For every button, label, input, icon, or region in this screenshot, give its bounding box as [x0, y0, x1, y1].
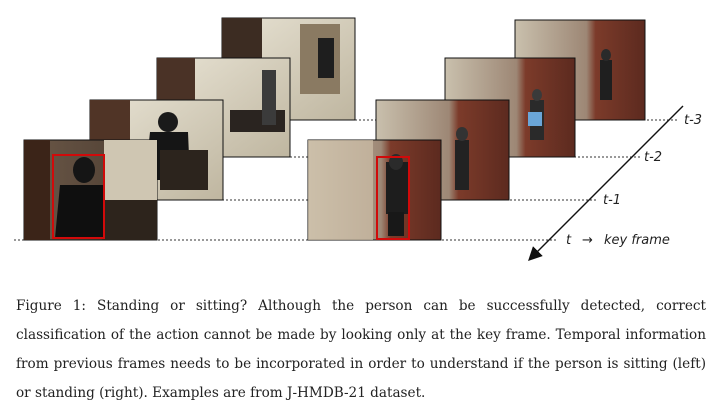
caption-label: Figure 1: [16, 298, 87, 314]
right-frame-key [307, 139, 442, 241]
label-t3: t-3 [684, 113, 702, 128]
left-frame-key [23, 139, 158, 241]
label-t1: t-1 [603, 193, 621, 208]
label-key-frame: key frame [604, 233, 670, 248]
label-key-t: t [566, 233, 572, 248]
label-key-arrow: → [582, 233, 593, 248]
left-detection-box [52, 154, 105, 239]
caption-body: Standing or sitting? Although the person… [16, 298, 706, 401]
time-arrow [528, 105, 684, 261]
right-detection-box [376, 156, 410, 240]
figure-caption: Figure 1: Standing or sitting? Although … [16, 292, 706, 408]
label-t2: t-2 [644, 150, 662, 165]
figure-diagram: t-3 t-2 t-1 t → key frame [14, 17, 702, 261]
